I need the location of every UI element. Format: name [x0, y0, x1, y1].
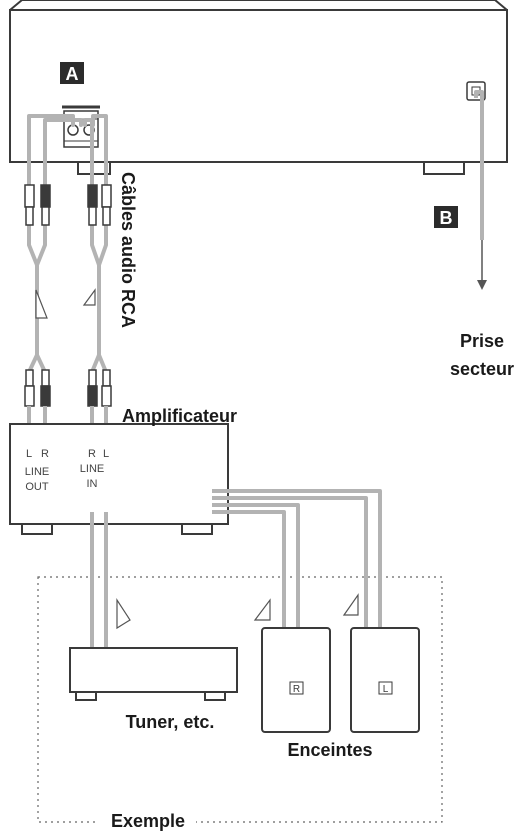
amp-line-out-label-1: LINE	[25, 466, 49, 478]
example-label: Exemple	[111, 811, 185, 831]
unit-foot-right	[423, 161, 465, 175]
signal-flow-arrow-speaker-l	[342, 593, 359, 616]
amp-line-in-label-1: LINE	[80, 463, 104, 475]
amp-jack-in-right: R	[88, 448, 96, 460]
marker-a-text: A	[66, 64, 79, 84]
rca-plugs-upper	[24, 184, 112, 226]
main-unit	[9, 0, 508, 175]
marker-b-text: B	[440, 208, 453, 228]
signal-flow-arrow-out	[35, 289, 48, 319]
example-label-bg	[98, 808, 196, 832]
speakers-label: Enceintes	[287, 740, 372, 760]
rca-plugs-lower	[24, 369, 112, 407]
rca-cables-label: Câbles audio RCA	[118, 172, 138, 328]
speaker-right: R	[261, 627, 331, 733]
amp-foot-left	[21, 523, 53, 535]
tuner-cables	[90, 512, 108, 662]
outlet-label-line1: Prise	[460, 331, 504, 351]
marker-b-badge: B	[434, 206, 458, 228]
signal-flow-arrow-in	[82, 288, 96, 306]
amplifier-label: Amplificateur	[122, 406, 237, 426]
speaker-cables	[212, 489, 382, 636]
marker-a-badge: A	[60, 62, 84, 84]
signal-flow-arrow-speaker-r	[253, 598, 271, 621]
amp-foot-right	[181, 523, 213, 535]
rca-pins	[27, 406, 108, 424]
signal-flow-arrow-tuner	[116, 597, 131, 630]
speaker-left-tag: L	[383, 684, 389, 695]
speaker-left: L	[350, 627, 420, 733]
amp-jack-in-left: L	[103, 448, 109, 460]
outlet-label-line2: secteur	[450, 359, 514, 379]
amp-line-in-label-2: IN	[87, 478, 98, 490]
tuner	[69, 647, 238, 701]
amp-jack-out-right: R	[41, 448, 49, 460]
amp-jack-out-left: L	[26, 448, 32, 460]
amplifier: L R R L LINE OUT LINE IN	[9, 423, 229, 535]
power-cord	[474, 90, 487, 290]
speaker-right-tag: R	[293, 684, 300, 695]
amp-line-out-label-2: OUT	[25, 481, 49, 493]
tuner-label: Tuner, etc.	[126, 712, 215, 732]
